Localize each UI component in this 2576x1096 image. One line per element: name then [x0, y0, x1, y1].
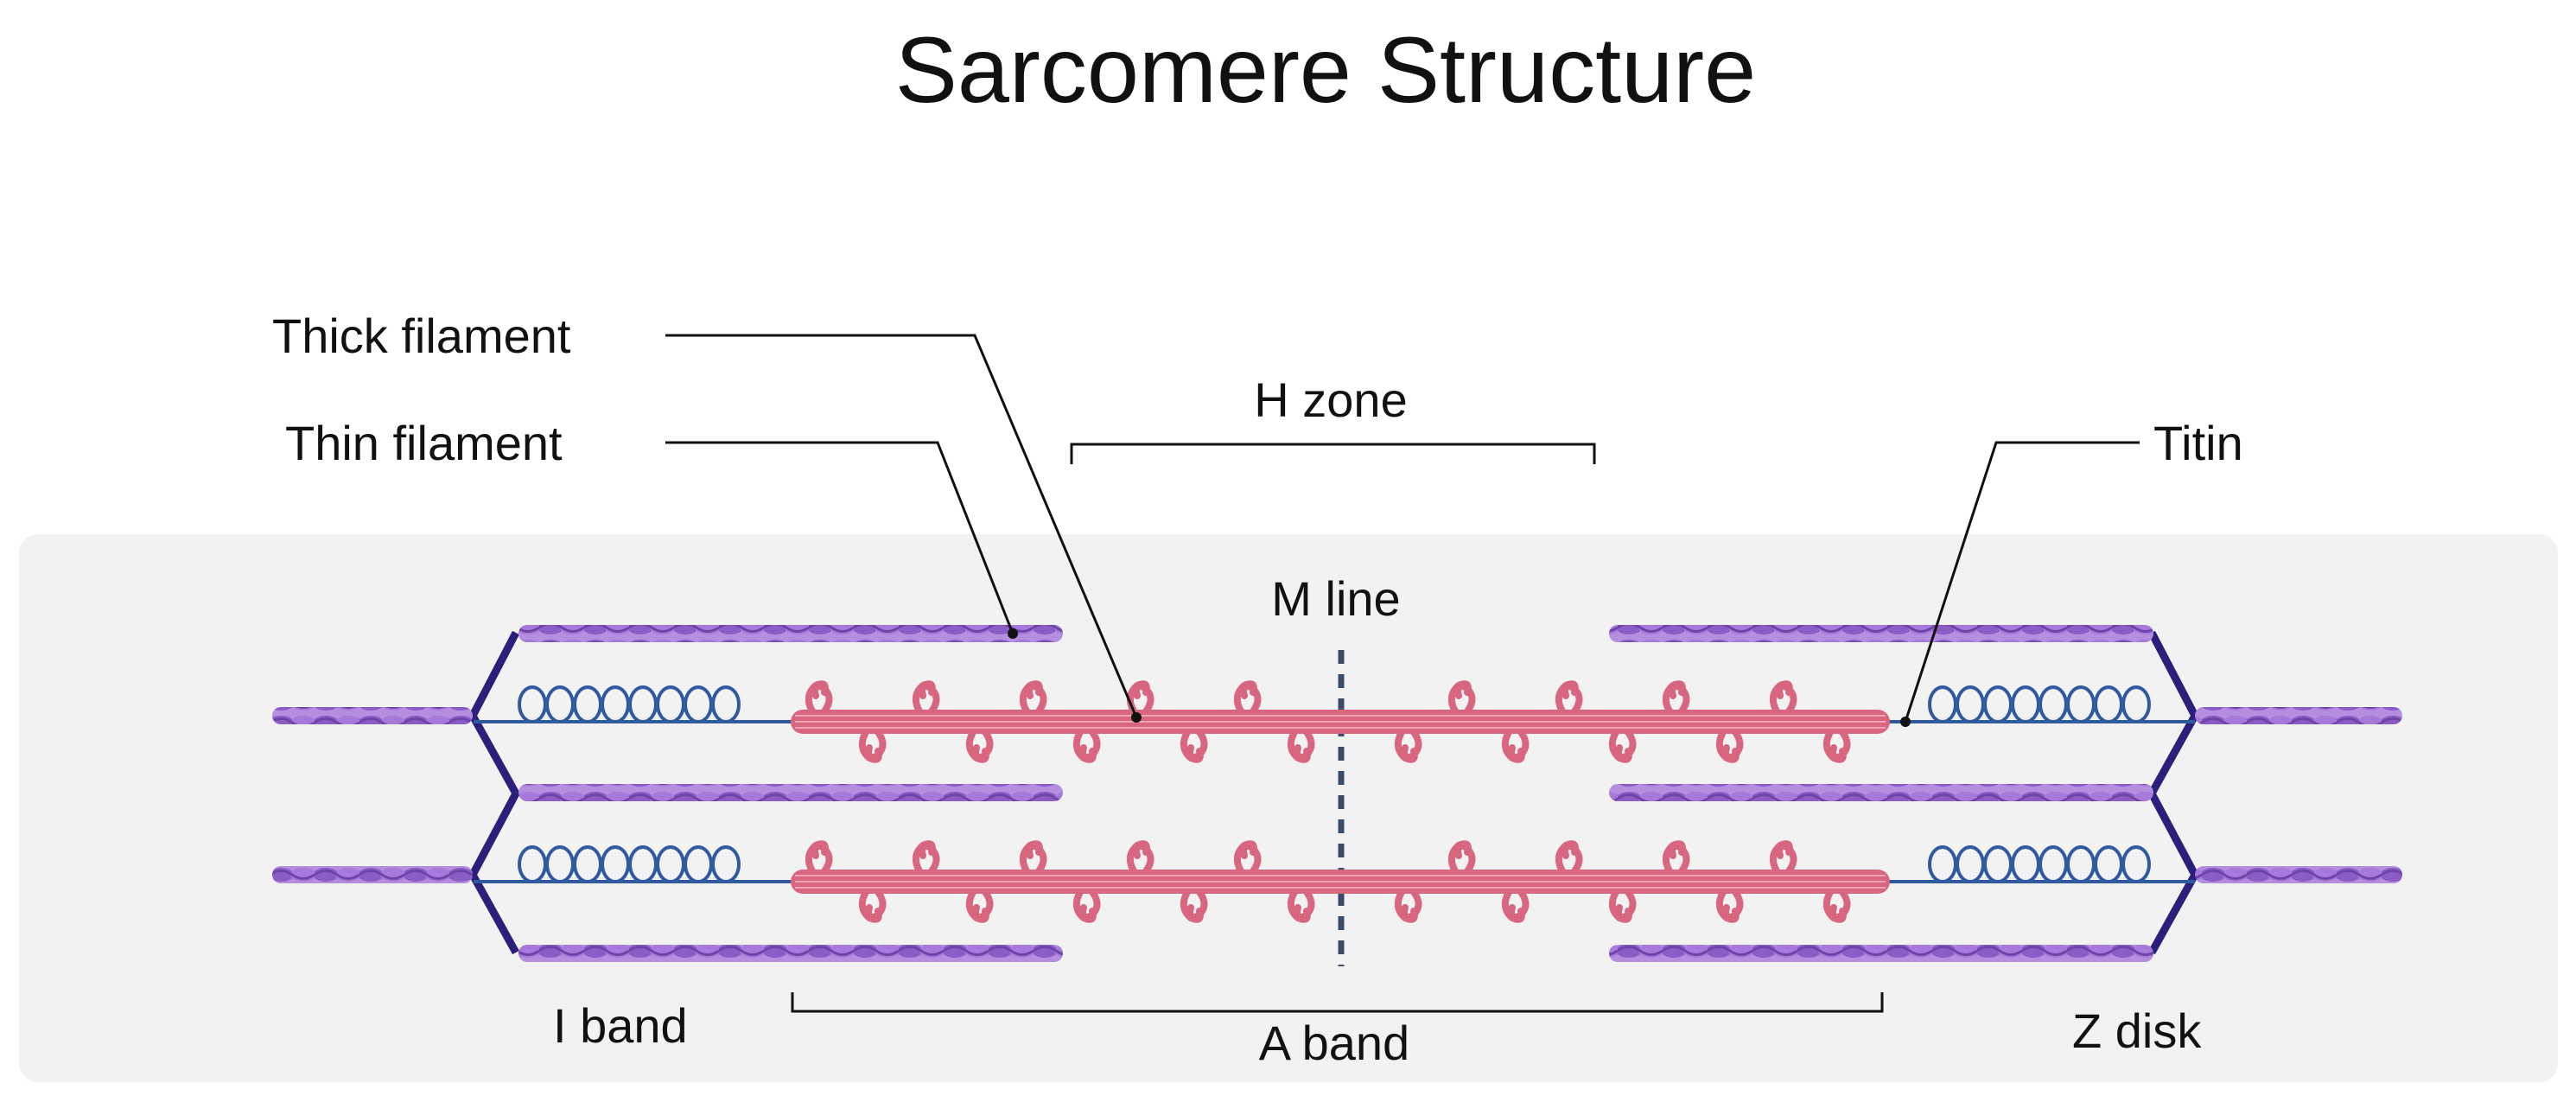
i-band-label: I band — [553, 998, 688, 1053]
myosin-head — [1287, 889, 1315, 923]
myosin-head — [1072, 729, 1101, 763]
myosin-head — [1662, 680, 1690, 715]
myosin-head — [1394, 729, 1422, 763]
myosin-head — [1715, 889, 1744, 923]
h-zone-bracket — [1070, 443, 1596, 464]
myosin-head — [858, 889, 887, 923]
myosin-head — [912, 840, 940, 875]
titin-coil — [1928, 845, 1957, 883]
myosin-head — [1822, 729, 1851, 763]
thin-filaments — [272, 625, 2402, 962]
titin-label: Titin — [2153, 416, 2243, 470]
myosin-head — [1822, 889, 1851, 923]
thin-filament — [272, 707, 473, 724]
thin-filament — [1609, 784, 2153, 801]
myosin-head — [1608, 729, 1637, 763]
m-line-label: M line — [1271, 571, 1400, 626]
myosin-head — [1180, 889, 1208, 923]
myosin-head — [1019, 840, 1047, 875]
z-disk-left — [468, 630, 520, 955]
thick-filament-leader — [665, 334, 1138, 718]
thin-filament-label: Thin filament — [285, 416, 563, 470]
thin-filament — [2195, 707, 2402, 724]
thick-filament-label: Thick filament — [272, 309, 571, 363]
thin-filament — [2195, 866, 2402, 883]
myosin-head — [1233, 680, 1262, 715]
myosin-head — [965, 729, 994, 763]
diagram-title: Sarcomere Structure — [895, 17, 1756, 122]
myosin-head — [858, 729, 887, 763]
myosin-head — [1715, 729, 1744, 763]
myosin-head — [1769, 680, 1797, 715]
myosin-head — [1126, 840, 1154, 875]
myosin-head — [912, 680, 940, 715]
myosin-head — [1555, 840, 1583, 875]
leader-lines — [665, 334, 2140, 723]
leader-dot — [1900, 717, 1911, 727]
myosin-head — [805, 680, 833, 715]
myosin-head — [1447, 680, 1476, 715]
titin-springs — [474, 685, 2195, 883]
myosin-head — [1501, 889, 1530, 923]
thin-filament — [518, 784, 1063, 801]
a-band-label: A band — [1259, 1016, 1409, 1070]
titin-leader — [1904, 441, 2140, 723]
myosin-head — [1662, 840, 1690, 875]
leader-dot — [1008, 628, 1018, 639]
titin-coil — [711, 845, 741, 883]
myosin-head — [1180, 729, 1208, 763]
myosin-head — [1233, 840, 1262, 875]
thin-filament — [1609, 625, 2153, 642]
myosin-head — [1072, 889, 1101, 923]
myosin-head — [805, 840, 833, 875]
myosin-head — [1287, 729, 1315, 763]
leader-dot — [1131, 712, 1142, 723]
myosin-head — [1769, 840, 1797, 875]
thin-filament — [272, 866, 473, 883]
myosin-head — [1608, 889, 1637, 923]
myosin-head — [965, 889, 994, 923]
h-zone-label: H zone — [1254, 373, 1407, 427]
z-disk-label: Z disk — [2072, 1004, 2202, 1058]
myosin-head — [1019, 680, 1047, 715]
a-band-bracket — [791, 992, 1884, 1013]
titin-coil — [711, 685, 741, 723]
myosin-head — [1501, 729, 1530, 763]
thin-filament-leader — [665, 441, 1014, 634]
myosin-head — [1555, 680, 1583, 715]
thin-filament — [518, 945, 1063, 962]
thick-filaments — [791, 680, 1890, 923]
thin-filament — [1609, 945, 2153, 962]
titin-coil — [1928, 685, 1957, 723]
myosin-head — [1447, 840, 1476, 875]
myosin-head — [1394, 889, 1422, 923]
thin-filament — [518, 625, 1063, 642]
